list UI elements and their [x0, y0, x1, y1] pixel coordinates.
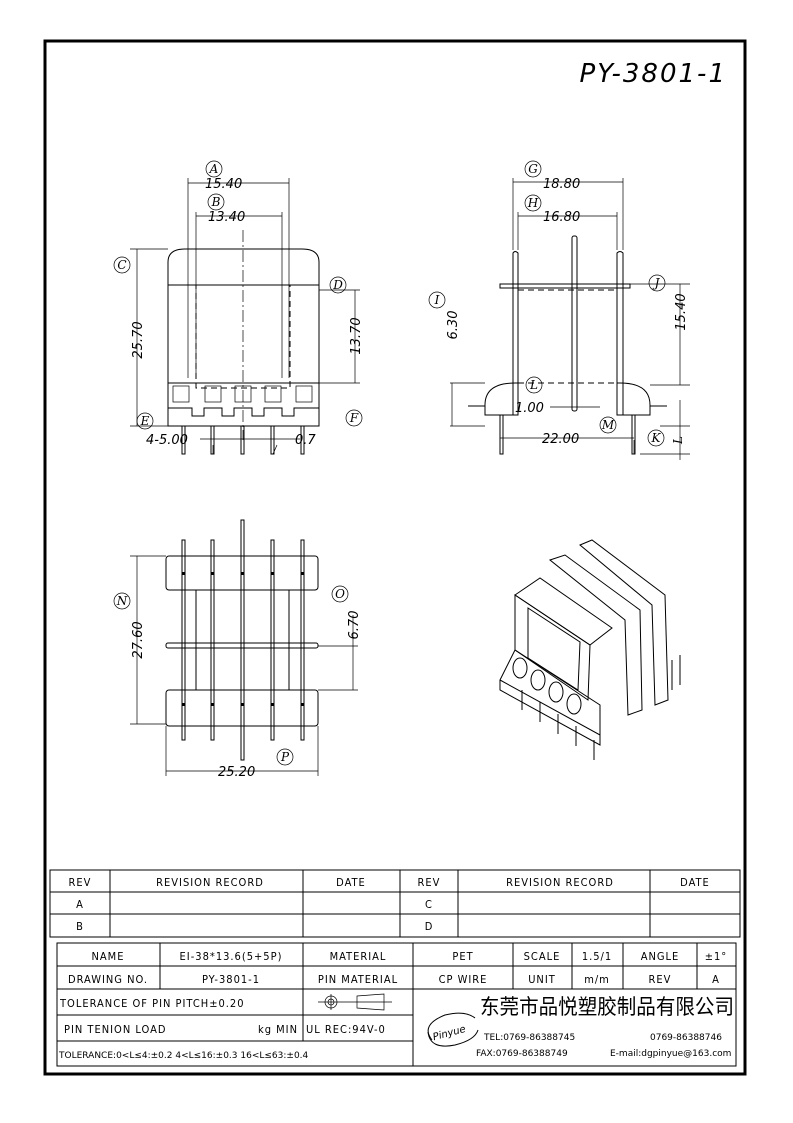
unit-label: UNIT: [528, 973, 556, 986]
rev-value: A: [712, 973, 720, 986]
sheet-border: [43, 39, 747, 1076]
dim-pitch-value: 4-5.00: [146, 433, 188, 448]
dim-l-value: 1.00: [515, 401, 544, 416]
rev-c: C: [425, 898, 433, 911]
material-value: PET: [452, 950, 473, 963]
ul-rec: UL REC:94V-0: [306, 1023, 386, 1036]
svg-text:O: O: [335, 587, 345, 601]
dim-b-value: 13.40: [208, 210, 245, 225]
dim-c-value: 25.70: [131, 321, 146, 358]
tel: TEL:0769-86388745: [483, 1033, 575, 1043]
projection-symbol-icon: [318, 993, 392, 1011]
dim-pin-value: 0.7: [295, 433, 316, 448]
dim-p-value: 25.20: [218, 765, 255, 780]
drawing-title: PY-3801-1: [580, 59, 727, 89]
svg-text:D: D: [332, 278, 343, 292]
dim-n-value: 27.60: [131, 621, 146, 658]
angle-label: ANGLE: [641, 950, 680, 963]
pin-tension-unit: kg MIN: [258, 1023, 298, 1036]
svg-text:B: B: [211, 195, 221, 209]
svg-text:I: I: [434, 293, 440, 307]
svg-text:A: A: [209, 162, 219, 176]
date-header: DATE: [680, 876, 710, 889]
callout-labels: N O P: [113, 585, 349, 766]
pin-pitch-tolerance: TOLERANCE OF PIN PITCH±0.20: [59, 997, 245, 1010]
pinyue-logo: Pinyue: [427, 1012, 479, 1047]
name-label: NAME: [92, 950, 125, 963]
title-block: NAME EI-38*13.6(5+5P) MATERIAL PET SCALE…: [56, 942, 737, 1067]
dim-a-value: 15.40: [205, 177, 242, 192]
dim-m-value: 22.00: [542, 432, 579, 447]
svg-text:L: L: [529, 378, 538, 392]
angle-value: ±1°: [705, 950, 728, 963]
svg-text:H: H: [527, 196, 539, 210]
callout-labels: A B C D E F: [113, 160, 363, 430]
isometric-view: [499, 539, 681, 760]
svg-text:M: M: [601, 418, 615, 432]
date-header: DATE: [336, 876, 366, 889]
unit-value: m/m: [584, 973, 610, 986]
bottom-view: 27.60 6.70 25.20 N O P: [113, 519, 362, 780]
scale-label: SCALE: [524, 950, 561, 963]
svg-text:E: E: [140, 414, 150, 428]
rev-a: A: [76, 898, 84, 911]
front-view: 15.40 13.40 25.70 13.70 4-5.00 0.7 A B C…: [113, 160, 364, 455]
rev-header: REV: [69, 876, 92, 889]
svg-text:J: J: [652, 276, 661, 290]
svg-text:G: G: [528, 162, 538, 176]
tolerance: TOLERANCE:0<L≤4:±0.2 4<L≤16:±0.3 16<L≤63…: [58, 1051, 309, 1061]
revision-record-header: REVISION RECORD: [506, 876, 614, 889]
dim-j-value: 15.40: [674, 293, 689, 330]
name-value: EI-38*13.6(5+5P): [180, 950, 283, 963]
pin-material-label: PIN MATERIAL: [318, 973, 398, 986]
svg-text:C: C: [117, 258, 126, 272]
material-label: MATERIAL: [330, 950, 387, 963]
svg-text:P: P: [280, 750, 290, 764]
revision-table: REV REVISION RECORD DATE REV REVISION RE…: [49, 869, 741, 938]
svg-text:L: L: [671, 436, 685, 445]
svg-text:N: N: [116, 594, 128, 608]
rev-d: D: [425, 920, 434, 933]
rev-b: B: [76, 920, 84, 933]
tel-2: 0769-86388746: [650, 1033, 722, 1043]
dim-h-value: 16.80: [543, 210, 580, 225]
dim-o-value: 6.70: [347, 611, 362, 640]
company-name: 东莞市品悦塑胶制品有限公司: [480, 995, 734, 1019]
svg-text:K: K: [651, 431, 662, 445]
revision-record-header: REVISION RECORD: [156, 876, 264, 889]
fax: FAX:0769-86388749: [476, 1049, 568, 1059]
email: E-mail:dgpinyue@163.com: [610, 1049, 731, 1059]
drawing-no-value: PY-3801-1: [202, 973, 260, 986]
rev-header: REV: [418, 876, 441, 889]
pin-material-value: CP WIRE: [439, 973, 488, 986]
drawing-no-label: DRAWING NO.: [68, 973, 148, 986]
rev-label: REV: [649, 973, 672, 986]
side-view: 18.80 16.80 6.30 15.40 1.00 22.00 G H I …: [428, 160, 690, 460]
callout-labels: G H I J L M K L: [428, 160, 685, 447]
scale-value: 1.5/1: [582, 950, 612, 963]
dim-g-value: 18.80: [543, 177, 580, 192]
dim-d-value: 13.70: [349, 317, 364, 354]
svg-text:Pinyue: Pinyue: [432, 1024, 467, 1043]
svg-text:F: F: [349, 411, 359, 425]
pin-tension-label: PIN TENION LOAD: [64, 1023, 166, 1036]
dim-i-value: 6.30: [446, 311, 461, 340]
